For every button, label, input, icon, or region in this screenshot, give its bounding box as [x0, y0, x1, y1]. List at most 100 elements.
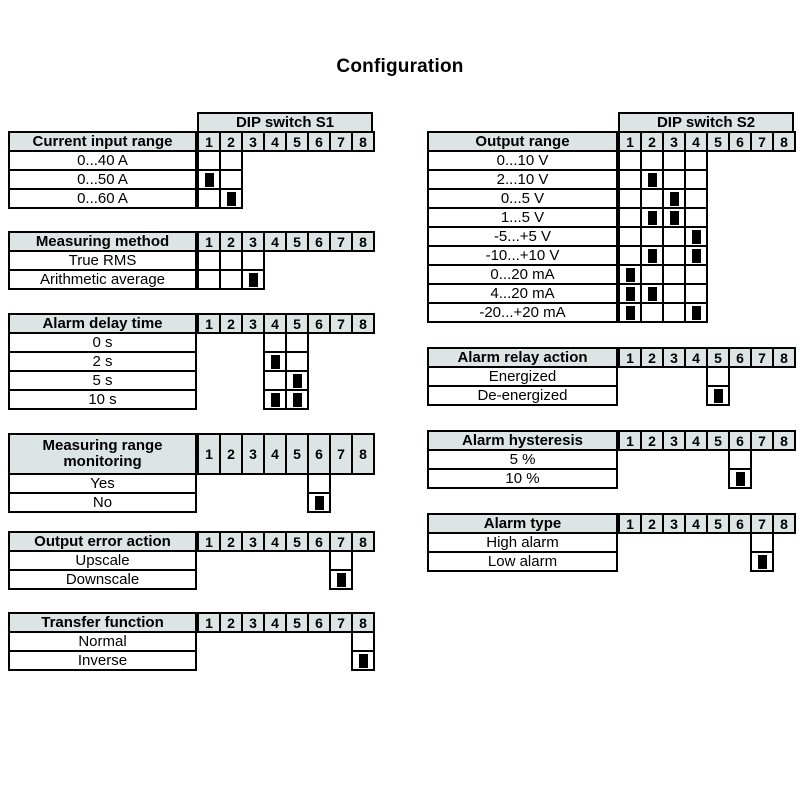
switch-number-6: 6	[307, 315, 329, 332]
block-spacer	[8, 513, 388, 533]
switch-cell-output-range-5-4-on[interactable]	[684, 247, 706, 264]
switch-cell-measuring-range-monitoring-0-6-off[interactable]	[307, 475, 329, 492]
switch-number-2: 2	[640, 515, 662, 532]
switch-cell-output-range-8-1-on[interactable]	[618, 304, 640, 321]
switch-cell-output-range-4-1-off[interactable]	[618, 228, 640, 245]
switch-number-5: 5	[285, 133, 307, 150]
table-row: 0...40 A	[8, 150, 388, 171]
switch-cell-alarm-delay-time-1-4-on[interactable]	[263, 353, 285, 370]
switch-cell-output-range-7-2-on[interactable]	[640, 285, 662, 302]
switch-cell-output-range-4-4-on[interactable]	[684, 228, 706, 245]
switch-number-6: 6	[728, 349, 750, 366]
switch-cell-output-range-2-2-off[interactable]	[640, 190, 662, 207]
row-label-alarm-delay-time-0: 0 s	[8, 332, 197, 353]
switch-cell-output-range-8-4-on[interactable]	[684, 304, 706, 321]
switch-cell-output-range-6-3-off[interactable]	[662, 266, 684, 283]
switch-cell-output-error-action-0-7-off[interactable]	[329, 552, 351, 569]
switch-cell-output-range-6-4-off[interactable]	[684, 266, 706, 283]
switch-cell-alarm-hysteresis-0-6-off[interactable]	[728, 451, 750, 468]
switch-cell-output-range-3-3-on[interactable]	[662, 209, 684, 226]
switch-cell-transfer-function-1-8-on[interactable]	[351, 652, 373, 669]
switch-cell-alarm-delay-time-1-5-off[interactable]	[285, 353, 307, 370]
block-title-alarm-relay-action: Alarm relay action	[427, 347, 618, 368]
switch-cell-measuring-method-0-2-off[interactable]	[219, 252, 241, 269]
switch-cell-measuring-range-monitoring-1-6-on[interactable]	[307, 494, 329, 511]
switch-cell-alarm-type-1-7-on[interactable]	[750, 553, 772, 570]
switch-cell-measuring-method-0-1-off[interactable]	[197, 252, 219, 269]
switch-cell-output-range-4-2-off[interactable]	[640, 228, 662, 245]
switch-cells	[263, 389, 309, 410]
switch-cell-alarm-type-0-7-off[interactable]	[750, 534, 772, 551]
switch-cell-transfer-function-0-8-off[interactable]	[351, 633, 373, 650]
switch-cell-alarm-delay-time-3-5-on[interactable]	[285, 391, 307, 408]
switch-cell-output-range-1-3-off[interactable]	[662, 171, 684, 188]
switch-cell-output-range-0-2-off[interactable]	[640, 152, 662, 169]
switch-cell-alarm-relay-action-0-5-off[interactable]	[706, 368, 728, 385]
switch-cell-output-range-3-4-off[interactable]	[684, 209, 706, 226]
switch-cell-measuring-method-0-3-off[interactable]	[241, 252, 263, 269]
switch-cell-output-range-6-2-off[interactable]	[640, 266, 662, 283]
switch-number-8: 8	[772, 349, 794, 366]
switch-number-8: 8	[351, 533, 373, 550]
block-title-alarm-delay-time: Alarm delay time	[8, 313, 197, 334]
switch-cell-output-range-1-1-off[interactable]	[618, 171, 640, 188]
switch-cell-alarm-delay-time-2-5-on[interactable]	[285, 372, 307, 389]
table-row: 0...5 V	[427, 188, 797, 209]
switch-cell-alarm-delay-time-0-5-off[interactable]	[285, 334, 307, 351]
switch-cell-current-input-range-2-2-on[interactable]	[219, 190, 241, 207]
switch-cell-alarm-delay-time-2-4-off[interactable]	[263, 372, 285, 389]
switch-cell-output-range-1-2-on[interactable]	[640, 171, 662, 188]
switch-cell-current-input-range-0-1-off[interactable]	[197, 152, 219, 169]
block-spacer	[427, 406, 797, 432]
switch-cell-alarm-delay-time-3-4-on[interactable]	[263, 391, 285, 408]
table-row: Energized	[427, 366, 797, 387]
switch-number-5: 5	[706, 133, 728, 150]
switch-cell-output-range-1-4-off[interactable]	[684, 171, 706, 188]
switch-cell-output-error-action-1-7-on[interactable]	[329, 571, 351, 588]
switch-cell-measuring-method-1-1-off[interactable]	[197, 271, 219, 288]
switch-cell-measuring-method-1-3-on[interactable]	[241, 271, 263, 288]
switch-cells	[263, 370, 309, 391]
switch-number-8: 8	[772, 133, 794, 150]
switch-cell-output-range-6-1-on[interactable]	[618, 266, 640, 283]
switch-cell-output-range-2-4-off[interactable]	[684, 190, 706, 207]
switch-cell-output-range-2-3-on[interactable]	[662, 190, 684, 207]
switch-cell-output-range-3-2-on[interactable]	[640, 209, 662, 226]
switch-cell-output-range-0-4-off[interactable]	[684, 152, 706, 169]
switch-cell-output-range-5-2-on[interactable]	[640, 247, 662, 264]
switch-cell-alarm-relay-action-1-5-on[interactable]	[706, 387, 728, 404]
row-label-alarm-hysteresis-0: 5 %	[427, 449, 618, 470]
switch-cell-output-range-7-4-off[interactable]	[684, 285, 706, 302]
switch-cell-alarm-hysteresis-1-6-on[interactable]	[728, 470, 750, 487]
switch-cell-output-range-3-1-off[interactable]	[618, 209, 640, 226]
switch-cell-output-range-8-3-off[interactable]	[662, 304, 684, 321]
switch-cell-output-range-0-1-off[interactable]	[618, 152, 640, 169]
switch-cell-output-range-7-1-on[interactable]	[618, 285, 640, 302]
switch-cell-output-range-4-3-off[interactable]	[662, 228, 684, 245]
switch-cell-output-range-7-3-off[interactable]	[662, 285, 684, 302]
switch-cell-output-range-0-3-off[interactable]	[662, 152, 684, 169]
block-title-alarm-type: Alarm type	[427, 513, 618, 534]
switch-cell-current-input-range-0-2-off[interactable]	[219, 152, 241, 169]
switch-cell-output-range-5-3-off[interactable]	[662, 247, 684, 264]
switch-cell-output-range-8-2-off[interactable]	[640, 304, 662, 321]
switch-cell-current-input-range-2-1-off[interactable]	[197, 190, 219, 207]
switch-cell-output-range-2-1-off[interactable]	[618, 190, 640, 207]
switch-cell-output-range-5-1-off[interactable]	[618, 247, 640, 264]
switch-number-5: 5	[285, 233, 307, 250]
switch-number-2: 2	[640, 432, 662, 449]
switch-cell-current-input-range-1-2-off[interactable]	[219, 171, 241, 188]
switch-cell-current-input-range-1-1-on[interactable]	[197, 171, 219, 188]
switch-number-2: 2	[219, 533, 241, 550]
row-label-output-range-6: 0...20 mA	[427, 264, 618, 285]
switch-number-1: 1	[618, 432, 640, 449]
switch-cell-measuring-method-1-2-off[interactable]	[219, 271, 241, 288]
table-row: 5 %	[427, 449, 797, 470]
switch-cell-alarm-delay-time-0-4-off[interactable]	[263, 334, 285, 351]
